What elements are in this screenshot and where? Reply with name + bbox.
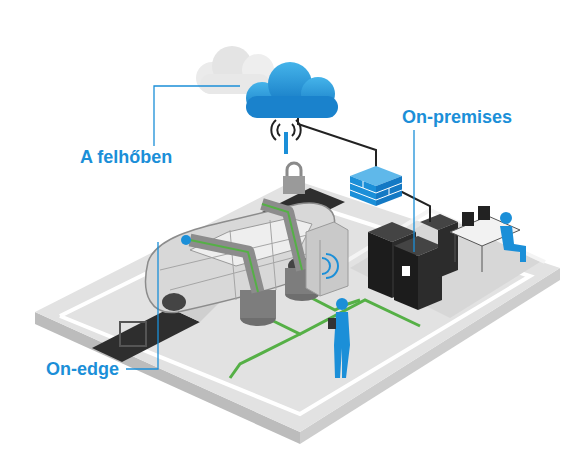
server-rack — [368, 232, 392, 298]
robot-cable — [262, 204, 302, 270]
floor — [35, 180, 560, 432]
robot-arm — [262, 204, 302, 270]
antenna — [284, 132, 288, 154]
desk — [455, 234, 456, 262]
leader-line — [154, 86, 240, 146]
callout-label: On-premises — [402, 106, 512, 128]
network-line — [298, 110, 376, 168]
robot-cable — [190, 240, 258, 292]
lane — [92, 308, 200, 362]
wifi-symbol — [322, 254, 338, 278]
monitor — [462, 212, 474, 226]
control-cabinet — [320, 240, 321, 296]
robot-tool — [181, 235, 191, 245]
leader-line — [126, 242, 158, 369]
control-cabinet — [306, 222, 348, 296]
operator — [500, 212, 512, 224]
person — [336, 298, 348, 310]
rack-light — [402, 266, 410, 276]
callout-label: A felhőben — [80, 146, 172, 168]
server-rack — [394, 246, 418, 310]
callout-label: On-edge — [46, 358, 119, 380]
lock — [283, 176, 305, 194]
leader-line — [413, 130, 414, 252]
monitor — [478, 206, 490, 220]
robot-base — [240, 290, 276, 318]
tool-stand — [120, 322, 146, 346]
cable — [230, 334, 300, 378]
wifi-symbol — [271, 120, 300, 140]
server-room-floor — [350, 214, 540, 318]
wheel — [162, 293, 186, 311]
person — [334, 312, 350, 378]
operator — [500, 226, 526, 262]
tablet — [328, 318, 336, 329]
blue-cloud — [246, 96, 338, 118]
firewall-bricks — [350, 181, 402, 200]
lock — [287, 163, 301, 176]
desk — [482, 246, 483, 272]
robot-arm — [190, 240, 258, 292]
blue-cloud — [246, 62, 338, 118]
